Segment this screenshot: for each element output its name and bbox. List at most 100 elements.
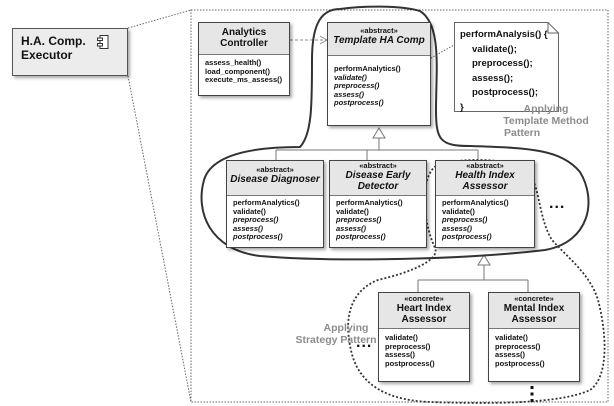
mental-title-line2: Assessor — [511, 314, 557, 325]
strategy-pattern-outline — [347, 159, 606, 404]
expansion-line-top — [127, 9, 192, 29]
health-title-line2: Assessor — [462, 181, 508, 192]
heart-methods: validate() preprocess() assess() postpro… — [379, 329, 469, 368]
method: postprocess() — [233, 232, 283, 242]
method: preprocess() — [334, 81, 380, 91]
method: assess() — [334, 89, 365, 99]
note-line: validate(); — [472, 43, 517, 55]
method: preprocess() — [442, 215, 488, 225]
label-line: Strategy Pattern — [295, 334, 377, 346]
disease-diagnoser-class[interactable]: «abstract» Disease Diagnoser performAnal… — [226, 160, 324, 248]
mental-header: «concrete» Mental Index Assessor — [489, 293, 579, 329]
mental-title-line1: Mental Index — [503, 303, 565, 314]
note-line: } — [460, 101, 464, 113]
method: validate() — [334, 72, 367, 82]
component-boundary — [190, 9, 609, 403]
expansion-line-bottom — [127, 75, 192, 403]
strategy-pattern-label: Applying Strategy Pattern — [276, 322, 396, 346]
analytics-controller-title-line2: Controller — [220, 38, 268, 49]
detector-methods: performAnalytics() validate() preprocess… — [330, 196, 426, 242]
component-icon — [97, 35, 109, 49]
mental-index-assessor-class[interactable]: «concrete» Mental Index Assessor validat… — [488, 292, 580, 382]
method: validate() — [336, 206, 369, 216]
template-ha-comp-class[interactable]: «abstract» Template HA Comp performAnaly… — [327, 22, 431, 126]
method: load_component() — [205, 66, 270, 76]
analytics-controller-header: Analytics Controller — [199, 23, 289, 55]
executor-name-line2: Executor — [21, 48, 73, 62]
note-line: performAnalysis() { — [460, 29, 548, 40]
executor-name-line1: H.A. Comp. — [21, 34, 86, 48]
method: performAnalytics() — [233, 198, 300, 207]
method: assess() — [495, 350, 526, 360]
heart-header: «concrete» Heart Index Assessor — [379, 293, 469, 329]
executor-name: H.A. Comp. Executor — [21, 34, 86, 62]
heart-title-line2: Assessor — [401, 314, 447, 325]
disease-early-detector-class[interactable]: «abstract» Disease Early Detector perfor… — [329, 160, 427, 248]
template-header: «abstract» Template HA Comp — [328, 23, 430, 56]
method: performAnalytics() — [442, 198, 509, 207]
method: validate() — [233, 206, 266, 216]
executor-component[interactable]: H.A. Comp. Executor — [12, 28, 128, 76]
note-line: preprocess(); — [472, 58, 533, 69]
method: validate() — [495, 333, 528, 342]
note-text: performAnalysis() { validate(); preproce… — [460, 28, 548, 115]
stereotype-label: «abstract» — [360, 26, 398, 35]
method: assess_health() — [205, 58, 262, 67]
method: performAnalytics() — [336, 198, 403, 207]
template-pattern-label: Applying Template Method Pattern — [486, 103, 606, 139]
method: postprocess() — [442, 232, 492, 242]
method: assess() — [233, 223, 264, 233]
stereotype-label: «abstract» — [256, 165, 294, 174]
generalization-arrow-template — [372, 127, 386, 139]
label-line: Pattern — [504, 127, 541, 139]
method: postprocess() — [385, 358, 435, 368]
analytics-controller-title-line1: Analytics — [221, 27, 267, 38]
heart-index-assessor-class[interactable]: «concrete» Heart Index Assessor validate… — [378, 292, 470, 382]
analytics-controller-class[interactable]: Analytics Controller assess_health() loa… — [198, 22, 290, 96]
health-methods: performAnalytics() validate() preprocess… — [436, 196, 534, 242]
detector-title-line2: Detector — [357, 181, 399, 192]
heart-title-line1: Heart Index — [396, 303, 452, 314]
note-line: assess(); — [472, 72, 514, 84]
method: execute_ms_assess() — [205, 75, 283, 85]
method: postprocess() — [336, 232, 386, 242]
analytics-controller-methods: assess_health() load_component() execute… — [199, 55, 289, 85]
mental-methods: validate() preprocess() assess() postpro… — [489, 329, 579, 368]
diagnoser-methods: performAnalytics() validate() preprocess… — [227, 196, 323, 242]
label-line: Template Method — [503, 115, 589, 127]
method: preprocess() — [385, 341, 431, 351]
stereotype-label: «concrete» — [404, 294, 444, 303]
label-line: Applying — [323, 322, 369, 334]
method: validate() — [442, 206, 475, 216]
method: preprocess() — [336, 215, 382, 225]
method: assess() — [385, 350, 416, 360]
template-method-note: performAnalysis() { validate(); preproce… — [454, 22, 559, 115]
stereotype-label: «concrete» — [514, 294, 554, 303]
detector-title-line1: Disease Early — [345, 170, 411, 181]
method: performAnalytics() — [334, 64, 401, 73]
more-concrete-ellipsis: ... — [356, 334, 373, 351]
method: assess() — [336, 223, 367, 233]
diagnoser-header: «abstract» Disease Diagnoser — [227, 161, 323, 196]
note-line: postprocess(); — [472, 87, 538, 98]
vertical-ellipsis — [530, 386, 534, 402]
health-header: «abstract» Health Index Assessor — [436, 161, 534, 196]
method: preprocess() — [233, 215, 279, 225]
health-title-line1: Health Index — [455, 170, 515, 181]
method: postprocess() — [495, 358, 545, 368]
stereotype-label: «abstract» — [466, 161, 504, 170]
template-title: Template HA Comp — [333, 35, 425, 46]
health-index-assessor-class[interactable]: «abstract» Health Index Assessor perform… — [435, 160, 535, 248]
diagnoser-title: Disease Diagnoser — [230, 174, 320, 185]
template-methods: performAnalytics() validate() preprocess… — [328, 56, 430, 108]
method: assess() — [442, 223, 473, 233]
note-anchor-line — [409, 44, 455, 71]
note-shape — [454, 22, 559, 112]
method: preprocess() — [495, 341, 541, 351]
label-line: Applying — [523, 103, 569, 115]
detector-header: «abstract» Disease Early Detector — [330, 161, 426, 196]
method: validate() — [385, 333, 418, 342]
stereotype-label: «abstract» — [359, 161, 397, 170]
